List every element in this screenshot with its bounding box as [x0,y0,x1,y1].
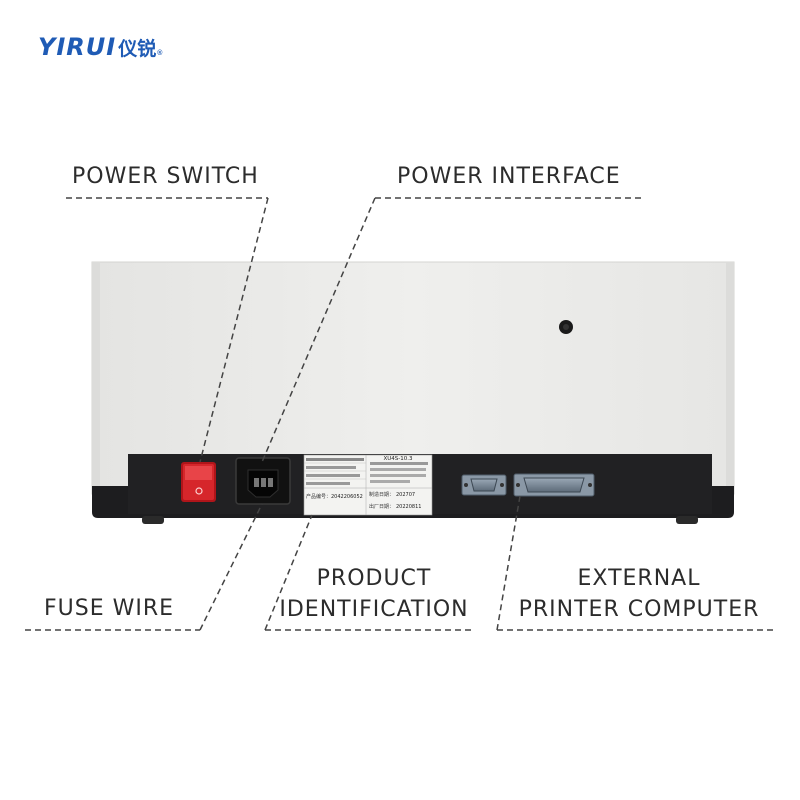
nameplate-serial: 2042206052 [331,494,363,500]
parallel-port [513,473,595,497]
brand-logo: YIRUI 仪锐 ® [38,33,162,61]
registered-mark: ® [157,50,163,57]
nameplate-serial-label: 产品编号： [306,493,331,500]
callout-fuse-wire: FUSE WIRE [44,596,175,621]
serial-port [461,474,507,496]
callout-external-line1: EXTERNAL [577,566,701,591]
product-nameplate: XU4S-10.3 产品编号： 2042206052 制造日期： 202707 … [303,454,433,516]
foot-right [676,516,698,524]
callout-product-identification: PRODUCT IDENTIFICATION [276,563,472,625]
callout-external-ports: EXTERNAL PRINTER COMPUTER [514,563,764,625]
callout-product-line1: PRODUCT [316,566,432,591]
callout-power-switch: POWER SWITCH [72,164,259,189]
nameplate-manufacture-label: 制造日期： [369,491,394,498]
nameplate-model: XU4S-10.3 [383,456,413,462]
nameplate-manufacture-date: 202707 [396,492,415,498]
nameplate-factory-date: 20220811 [396,504,421,510]
brand-latin: YIRUI [38,33,117,61]
foot-left [142,516,164,524]
callout-external-line2: PRINTER COMPUTER [518,597,760,622]
callout-power-interface: POWER INTERFACE [397,164,621,189]
nameplate-factory-label: 出厂日期： [369,503,394,510]
brand-cjk: 仪锐 [118,38,157,60]
callout-product-line2: IDENTIFICATION [279,597,469,622]
